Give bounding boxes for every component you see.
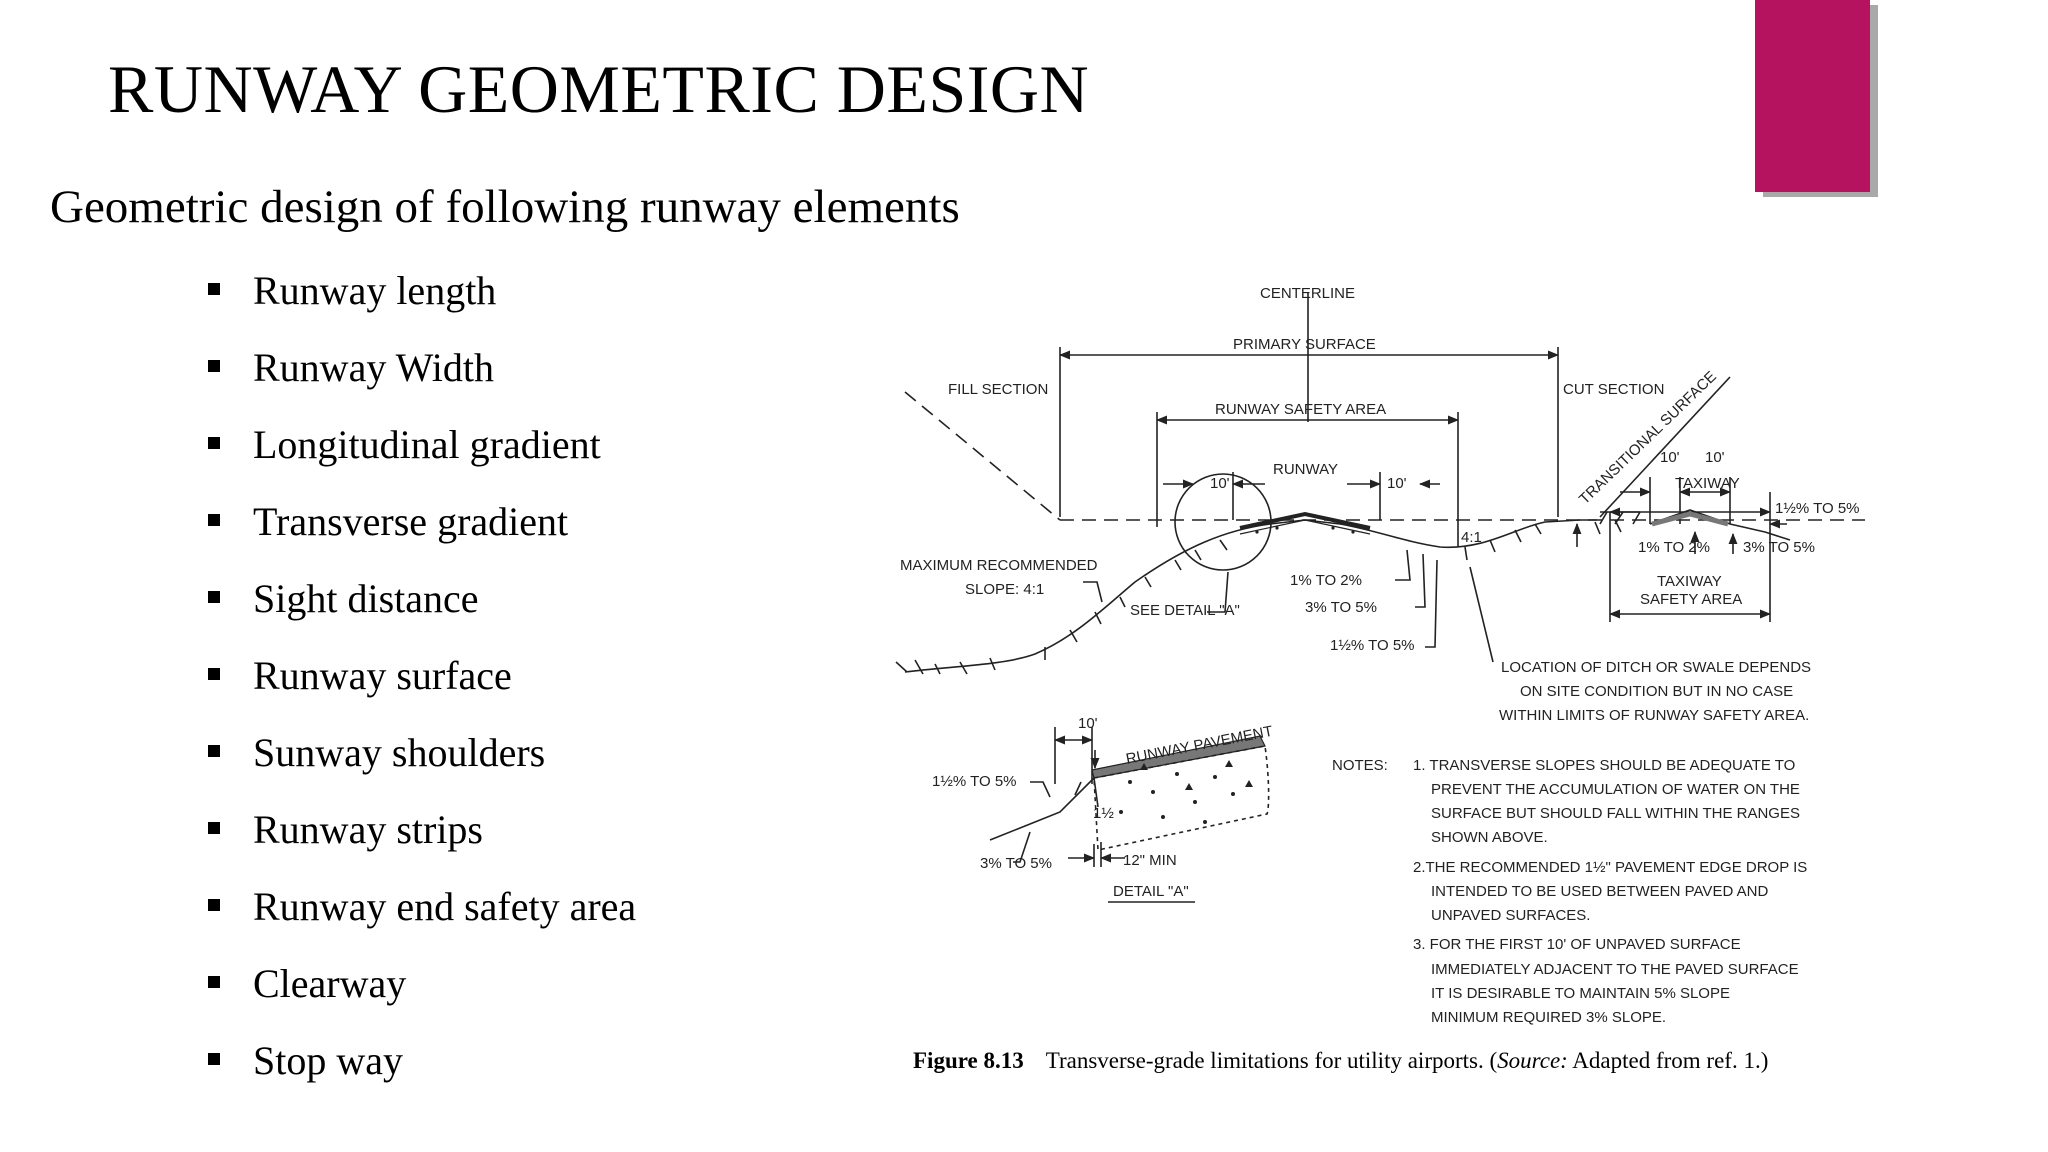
bullet-item: Runway strips	[205, 801, 636, 878]
label-max-slope-1: MAXIMUM RECOMMENDED	[900, 557, 1098, 574]
caption-text-end: Adapted from ref. 1.)	[1567, 1048, 1769, 1073]
bullet-item: Longitudinal gradient	[205, 416, 636, 493]
label-runway: RUNWAY	[1273, 461, 1338, 478]
square-bullet-icon	[208, 745, 220, 757]
label-see-detail: SEE DETAIL "A"	[1130, 602, 1240, 619]
square-bullet-icon	[208, 514, 220, 526]
bullet-text: Sunway shoulders	[253, 730, 546, 775]
note-line: 3. FOR THE FIRST 10' OF UNPAVED SURFACE	[1413, 936, 1741, 953]
note-line: PREVENT THE ACCUMULATION OF WATER ON THE	[1431, 781, 1800, 798]
bullet-text: Transverse gradient	[253, 499, 569, 544]
figure-caption: Figure 8.13 Transverse-grade limitations …	[913, 1048, 1768, 1074]
detail-a-base-course	[1093, 745, 1270, 851]
square-bullet-icon	[208, 360, 220, 372]
detail-a-pavement	[1091, 735, 1266, 779]
bullet-item: Sight distance	[205, 570, 636, 647]
label-fill-section: FILL SECTION	[948, 381, 1048, 398]
bullet-item: Transverse gradient	[205, 493, 636, 570]
square-bullet-icon	[208, 437, 220, 449]
bullet-item: Runway surface	[205, 647, 636, 724]
label-10ft-taxi-left: 10'	[1660, 449, 1680, 466]
label-slope-1-2: 1% TO 2%	[1290, 572, 1362, 589]
label-slope-taxi-1-2: 1% TO 2%	[1638, 539, 1710, 556]
label-notes: NOTES:	[1332, 757, 1388, 774]
runway-pavement-line	[1239, 511, 1371, 530]
bullet-text: Longitudinal gradient	[253, 422, 601, 467]
note-line: MINIMUM REQUIRED 3% SLOPE.	[1431, 1009, 1666, 1026]
square-bullet-icon	[208, 976, 220, 988]
label-detail-1h: 1½	[1093, 805, 1114, 822]
label-runway-safety-area: RUNWAY SAFETY AREA	[1215, 401, 1386, 418]
square-bullet-icon	[208, 822, 220, 834]
label-10ft-right: 10'	[1387, 475, 1407, 492]
bullet-text: Runway surface	[253, 653, 512, 698]
bullet-text: Runway length	[253, 268, 497, 313]
note-line: SHOWN ABOVE.	[1431, 829, 1548, 846]
label-ditch-3: WITHIN LIMITS OF RUNWAY SAFETY AREA.	[1499, 707, 1809, 724]
transitional-surface-line	[1599, 376, 1731, 518]
label-taxiway-safety-2: SAFETY AREA	[1640, 591, 1742, 608]
bullet-list: Runway length Runway Width Longitudinal …	[205, 262, 636, 1109]
label-slope-taxi-edge: 1½% TO 5%	[1775, 500, 1860, 517]
label-detail-slope-1: 1½% TO 5%	[932, 773, 1017, 790]
label-10ft-taxi-right: 10'	[1705, 449, 1725, 466]
caption-text: Transverse-grade limitations for utility…	[1045, 1048, 1498, 1073]
cross-section-diagram: CENTERLINE PRIMARY SURFACE FILL SECTION …	[895, 285, 1865, 1026]
runway-cross-section-figure: CENTERLINE PRIMARY SURFACE FILL SECTION …	[895, 262, 1895, 1102]
slide-subtitle: Geometric design of following runway ele…	[50, 181, 960, 233]
ground-profile	[904, 519, 1597, 673]
note-line: INTENDED TO BE USED BETWEEN PAVED AND	[1431, 883, 1768, 900]
bullet-item: Stop way	[205, 1032, 636, 1109]
square-bullet-icon	[208, 899, 220, 911]
square-bullet-icon	[208, 1053, 220, 1065]
label-detail-a: DETAIL "A"	[1113, 883, 1189, 900]
bullet-text: Runway end safety area	[253, 884, 637, 929]
label-cut-section: CUT SECTION	[1563, 381, 1664, 398]
accent-block	[1755, 0, 1870, 192]
label-taxiway: TAXIWAY	[1675, 475, 1740, 492]
slide-title: RUNWAY GEOMETRIC DESIGN	[108, 51, 1090, 127]
bullet-text: Clearway	[253, 961, 407, 1006]
square-bullet-icon	[208, 591, 220, 603]
label-ditch-1: LOCATION OF DITCH OR SWALE DEPENDS	[1501, 659, 1811, 676]
bullet-item: Runway length	[205, 262, 636, 339]
square-bullet-icon	[208, 283, 220, 295]
taxiway-profile	[1649, 509, 1791, 541]
note-line: 2.THE RECOMMENDED 1½" PAVEMENT EDGE DROP…	[1413, 859, 1807, 876]
label-slope-3-5: 3% TO 5%	[1305, 599, 1377, 616]
label-taxiway-safety-1: TAXIWAY	[1657, 573, 1722, 590]
bullet-text: Sight distance	[253, 576, 479, 621]
label-slope-1h-5: 1½% TO 5%	[1330, 637, 1415, 654]
label-detail-slope-2: 3% TO 5%	[980, 855, 1052, 872]
bullet-text: Runway strips	[253, 807, 483, 852]
label-centerline: CENTERLINE	[1260, 285, 1355, 302]
bullet-item: Clearway	[205, 955, 636, 1032]
label-primary-surface: PRIMARY SURFACE	[1233, 336, 1376, 353]
label-slope-taxi-3-5: 3% TO 5%	[1743, 539, 1815, 556]
label-max-slope-2: SLOPE: 4:1	[965, 581, 1044, 598]
note-line: SURFACE BUT SHOULD FALL WITHIN THE RANGE…	[1431, 805, 1800, 822]
label-10ft-left: 10'	[1210, 475, 1230, 492]
detail-a-circle	[1174, 473, 1272, 571]
bullet-text: Stop way	[253, 1038, 403, 1083]
note-line: UNPAVED SURFACES.	[1431, 907, 1590, 924]
label-detail-10ft: 10'	[1078, 715, 1098, 732]
label-detail-min: 12" MIN	[1123, 852, 1177, 869]
bullet-item: Runway end safety area	[205, 878, 636, 955]
bullet-item: Runway Width	[205, 339, 636, 416]
note-line: IMMEDIATELY ADJACENT TO THE PAVED SURFAC…	[1431, 961, 1799, 978]
bullet-item: Sunway shoulders	[205, 724, 636, 801]
bullet-text: Runway Width	[253, 345, 494, 390]
square-bullet-icon	[208, 668, 220, 680]
label-ratio: 4:1	[1461, 529, 1482, 546]
figure-number: Figure 8.13	[913, 1048, 1024, 1073]
label-ditch-2: ON SITE CONDITION BUT IN NO CASE	[1520, 683, 1793, 700]
caption-source-word: Source:	[1497, 1048, 1568, 1073]
note-line: 1. TRANSVERSE SLOPES SHOULD BE ADEQUATE …	[1413, 757, 1795, 774]
note-line: IT IS DESIRABLE TO MAINTAIN 5% SLOPE	[1431, 985, 1730, 1002]
